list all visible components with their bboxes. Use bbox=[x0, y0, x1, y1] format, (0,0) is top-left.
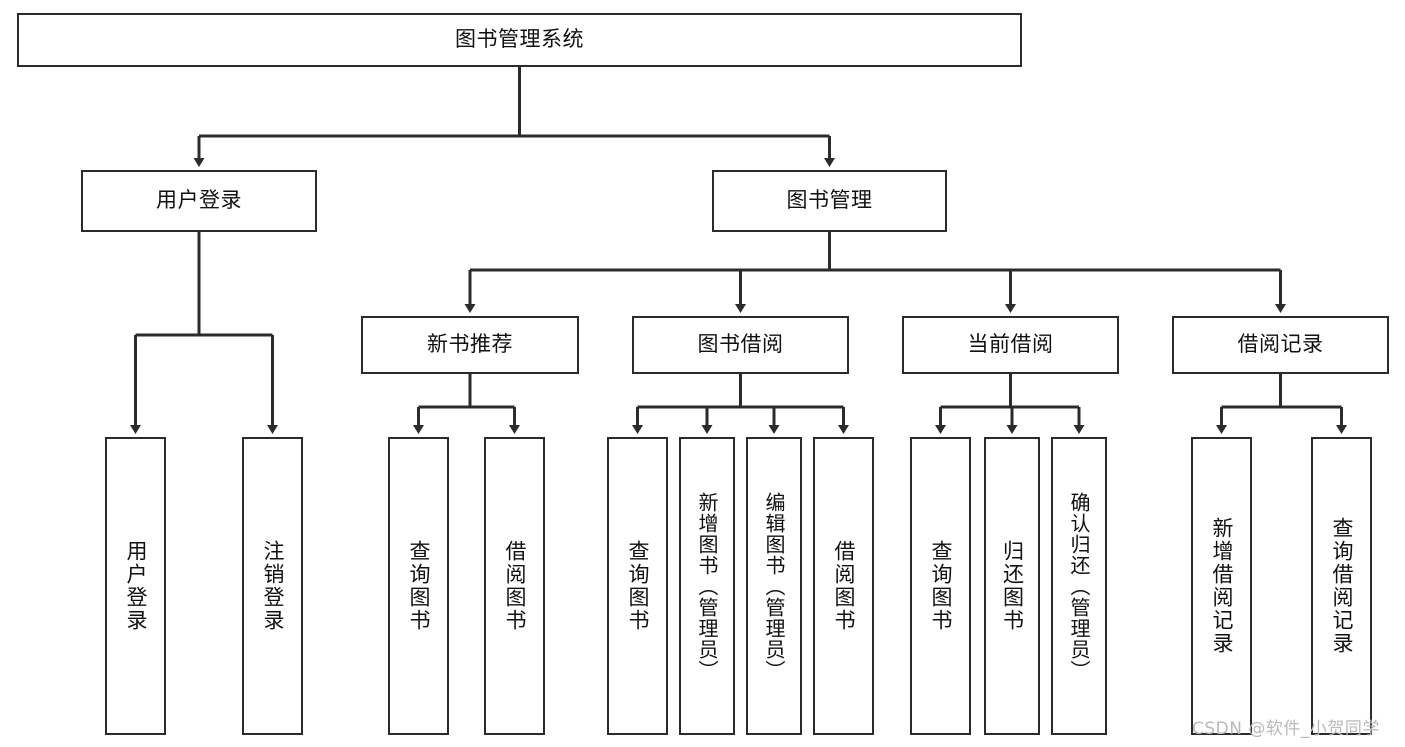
node-leaf-query-record[interactable]: 查询借阅记录 bbox=[1311, 437, 1372, 735]
node-leaf-borrow-book-2[interactable]: 借阅图书 bbox=[813, 437, 874, 735]
node-label: 借阅图书 bbox=[832, 540, 856, 632]
node-label: 用户登录 bbox=[124, 540, 148, 632]
node-label: 图书管理系统 bbox=[455, 27, 584, 52]
node-bookmgmt[interactable]: 图书管理 bbox=[712, 170, 947, 232]
node-label: 编辑图书（管理员） bbox=[762, 491, 786, 681]
node-label: 新增借阅记录 bbox=[1210, 517, 1234, 655]
node-leaf-query-book-3[interactable]: 查询图书 bbox=[910, 437, 971, 735]
node-leaf-add-book[interactable]: 新增图书（管理员） bbox=[679, 437, 735, 735]
node-current[interactable]: 当前借阅 bbox=[902, 316, 1119, 374]
node-login[interactable]: 用户登录 bbox=[81, 170, 317, 232]
node-label: 归还图书 bbox=[1000, 540, 1025, 632]
node-leaf-query-book-2[interactable]: 查询图书 bbox=[607, 437, 668, 735]
node-label: 用户登录 bbox=[156, 188, 242, 213]
node-label: 新增图书（管理员） bbox=[695, 491, 719, 681]
node-label: 注销登录 bbox=[261, 540, 285, 632]
node-label: 查询图书 bbox=[407, 540, 431, 632]
node-leaf-user-login[interactable]: 用户登录 bbox=[105, 437, 166, 735]
watermark-label: CSDN @软件_小贺同学 bbox=[1192, 719, 1380, 739]
node-root[interactable]: 图书管理系统 bbox=[17, 13, 1022, 67]
node-label: 新书推荐 bbox=[427, 332, 513, 357]
node-label: 图书借阅 bbox=[697, 332, 784, 357]
node-newbook[interactable]: 新书推荐 bbox=[361, 316, 579, 374]
node-label: 当前借阅 bbox=[967, 332, 1054, 357]
node-leaf-confirm-return[interactable]: 确认归还（管理员） bbox=[1051, 437, 1107, 735]
node-label: 确认归还（管理员） bbox=[1067, 491, 1091, 681]
node-label: 查询图书 bbox=[929, 540, 953, 632]
node-label: 查询图书 bbox=[626, 540, 650, 632]
node-label: 图书管理 bbox=[786, 188, 873, 213]
node-label: 查询借阅记录 bbox=[1330, 517, 1354, 655]
node-leaf-return-book[interactable]: 归还图书 bbox=[984, 437, 1040, 735]
node-records[interactable]: 借阅记录 bbox=[1172, 316, 1389, 374]
node-leaf-query-book-1[interactable]: 查询图书 bbox=[388, 437, 449, 735]
node-label: 借阅图书 bbox=[503, 540, 527, 632]
node-leaf-borrow-book-1[interactable]: 借阅图书 bbox=[484, 437, 545, 735]
node-leaf-edit-book[interactable]: 编辑图书（管理员） bbox=[746, 437, 802, 735]
node-label: 借阅记录 bbox=[1237, 332, 1324, 357]
node-leaf-add-record[interactable]: 新增借阅记录 bbox=[1191, 437, 1252, 735]
node-leaf-user-logout[interactable]: 注销登录 bbox=[242, 437, 303, 735]
node-borrow[interactable]: 图书借阅 bbox=[632, 316, 849, 374]
